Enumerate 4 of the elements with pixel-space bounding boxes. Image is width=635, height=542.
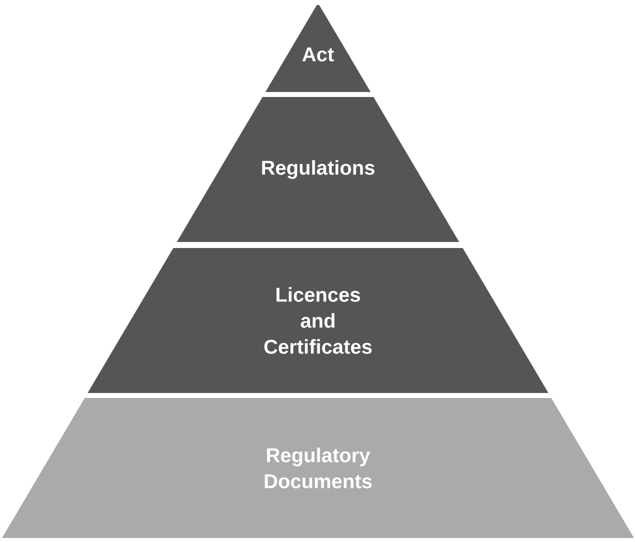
pyramid-band: Regulatory Documents bbox=[2, 398, 634, 538]
pyramid-band: Regulations bbox=[176, 97, 460, 242]
pyramid-band: Licences and Certificates bbox=[88, 248, 548, 393]
pyramid-band: Act bbox=[265, 5, 371, 92]
